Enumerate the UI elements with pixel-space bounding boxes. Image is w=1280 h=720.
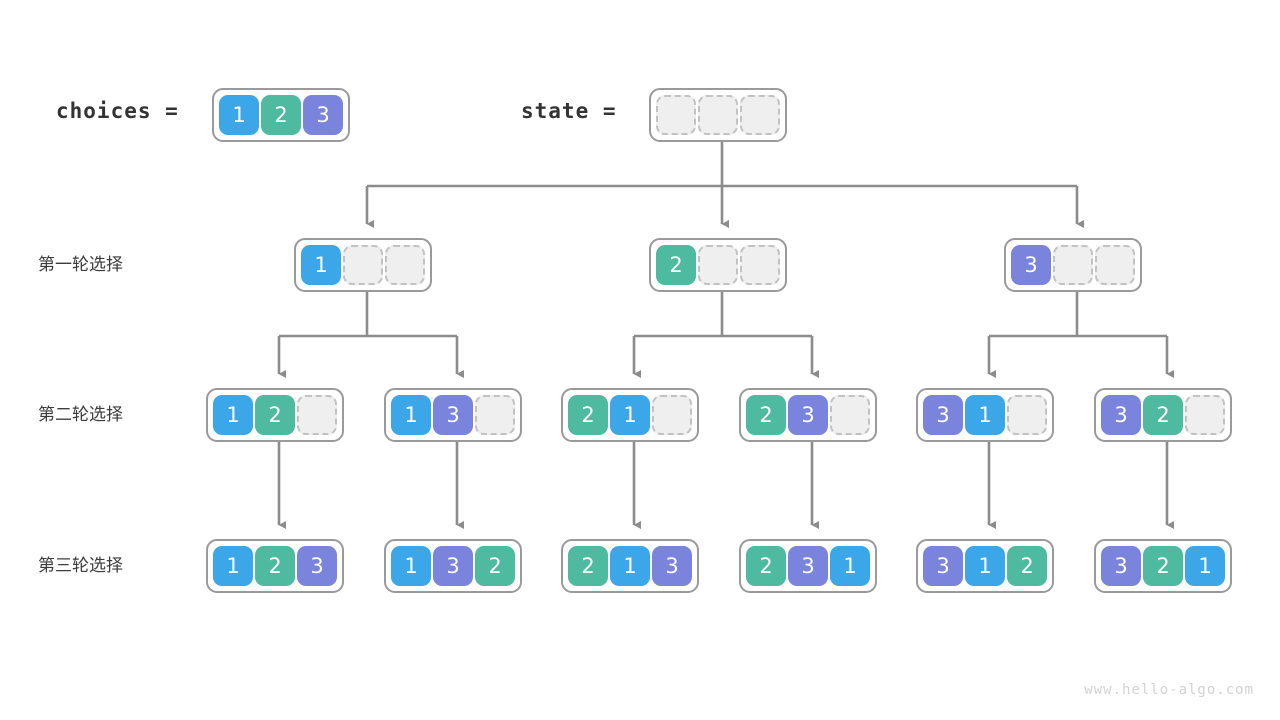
array-cell-filled: 1 xyxy=(213,546,253,586)
array-cell-filled: 1 xyxy=(301,245,341,285)
array-cell-empty xyxy=(343,245,383,285)
state-node-l1-2: 2 xyxy=(649,238,787,292)
state-node-l1-1: 1 xyxy=(294,238,432,292)
state-node-l1-3: 3 xyxy=(1004,238,1142,292)
array-cell-empty xyxy=(1095,245,1135,285)
array-cell-filled: 1 xyxy=(219,95,259,135)
array-cell-filled: 3 xyxy=(788,395,828,435)
array-cell-filled: 2 xyxy=(1143,546,1183,586)
row-label-level-2: 第二轮选择 xyxy=(38,405,123,425)
array-cell-filled: 3 xyxy=(433,546,473,586)
array-cell-filled: 2 xyxy=(568,546,608,586)
array-cell-filled: 1 xyxy=(965,395,1005,435)
array-cell-filled: 2 xyxy=(255,395,295,435)
array-cell-filled: 2 xyxy=(568,395,608,435)
array-cell-empty xyxy=(1185,395,1225,435)
array-cell-empty xyxy=(1007,395,1047,435)
array-cell-filled: 3 xyxy=(303,95,343,135)
choices-label: choices = xyxy=(56,99,179,123)
array-cell-empty xyxy=(475,395,515,435)
array-cell-filled: 2 xyxy=(475,546,515,586)
array-cell-filled: 2 xyxy=(656,245,696,285)
array-cell-filled: 3 xyxy=(297,546,337,586)
array-cell-empty xyxy=(698,245,738,285)
array-cell-empty xyxy=(385,245,425,285)
state-label: state = xyxy=(521,99,617,123)
array-cell-filled: 3 xyxy=(923,395,963,435)
array-cell-filled: 3 xyxy=(788,546,828,586)
array-cell-filled: 1 xyxy=(830,546,870,586)
array-cell-filled: 1 xyxy=(610,546,650,586)
watermark: www.hello-algo.com xyxy=(1084,682,1254,698)
row-label-level-3: 第三轮选择 xyxy=(38,556,123,576)
array-cell-empty xyxy=(740,95,780,135)
array-cell-filled: 3 xyxy=(652,546,692,586)
array-cell-filled: 3 xyxy=(1101,546,1141,586)
array-cell-empty xyxy=(698,95,738,135)
array-cell-empty xyxy=(297,395,337,435)
array-cell-filled: 3 xyxy=(923,546,963,586)
array-cell-filled: 1 xyxy=(965,546,1005,586)
array-cell-filled: 1 xyxy=(610,395,650,435)
array-cell-filled: 2 xyxy=(1143,395,1183,435)
array-cell-empty xyxy=(830,395,870,435)
array-cell-filled: 1 xyxy=(1185,546,1225,586)
array-cell-filled: 2 xyxy=(746,395,786,435)
array-cell-filled: 1 xyxy=(213,395,253,435)
array-cell-filled: 2 xyxy=(746,546,786,586)
array-cell-filled: 3 xyxy=(1011,245,1051,285)
array-cell-filled: 1 xyxy=(391,395,431,435)
state-array xyxy=(649,88,787,142)
array-cell-filled: 3 xyxy=(1101,395,1141,435)
array-cell-filled: 1 xyxy=(391,546,431,586)
array-cell-empty xyxy=(740,245,780,285)
array-cell-empty xyxy=(652,395,692,435)
row-label-level-1: 第一轮选择 xyxy=(38,255,123,275)
array-cell-filled: 2 xyxy=(255,546,295,586)
array-cell-filled: 2 xyxy=(261,95,301,135)
array-cell-empty xyxy=(656,95,696,135)
array-cell-empty xyxy=(1053,245,1093,285)
array-cell-filled: 3 xyxy=(433,395,473,435)
array-cell-filled: 2 xyxy=(1007,546,1047,586)
